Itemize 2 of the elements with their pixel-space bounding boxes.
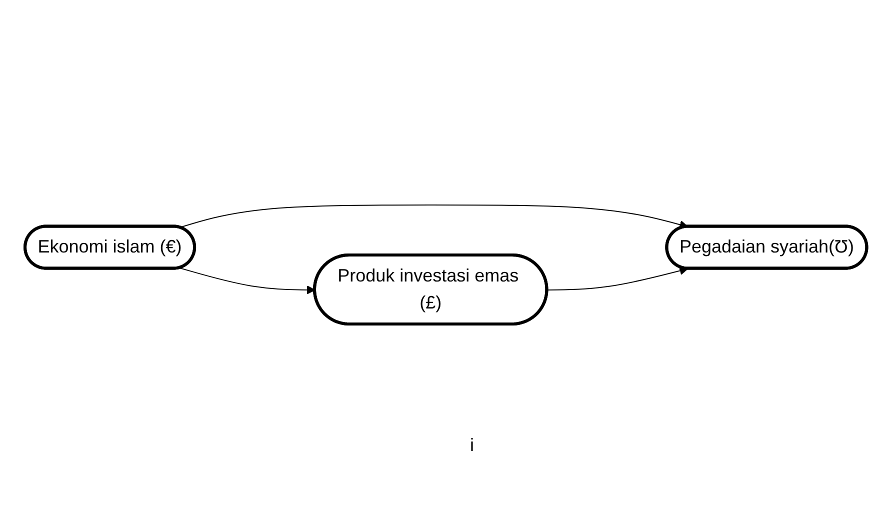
note-text: i (470, 435, 474, 455)
arrow (546, 266, 688, 290)
